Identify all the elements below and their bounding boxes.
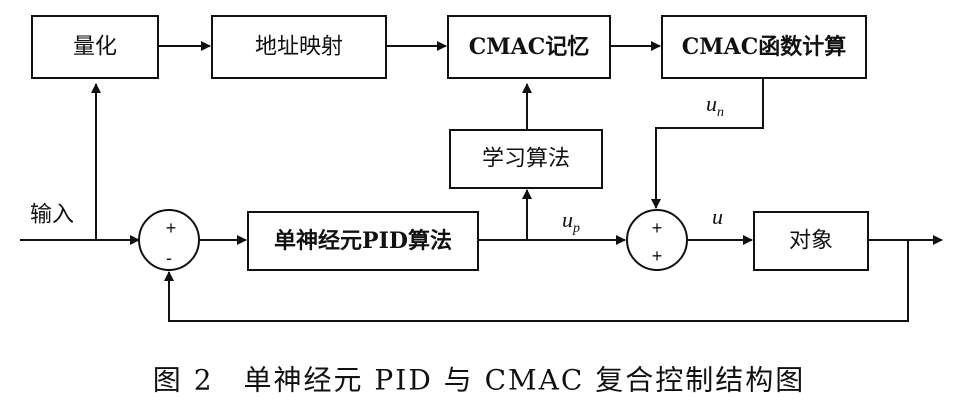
un-label: un xyxy=(706,91,724,120)
block-address-mapping: 地址映射 xyxy=(211,15,387,79)
sum-junction-2-top-sign: + xyxy=(652,218,663,238)
un-path xyxy=(651,78,764,209)
up-label-sub: p xyxy=(572,221,580,236)
block-learning: 学习算法 xyxy=(449,129,603,189)
feedback-path xyxy=(164,240,909,322)
input-label: 输入 xyxy=(30,203,74,228)
un-label-main: u xyxy=(706,91,717,116)
block-pid-label: 单神经元PID算法 xyxy=(274,228,452,254)
sum-junction-1-bottom-sign: - xyxy=(166,248,172,268)
block-cmac-function: CMAC函数计算 xyxy=(661,15,867,79)
block-learning-label: 学习算法 xyxy=(482,147,570,172)
un-label-sub: n xyxy=(717,105,724,120)
u-label: u xyxy=(712,204,723,229)
sum-junction-1-top-sign: + xyxy=(166,218,177,238)
block-plant: 对象 xyxy=(753,211,869,271)
figure-caption: 图 2 单神经元 PID 与 CMAC 复合控制结构图 xyxy=(153,364,805,397)
block-cmac-memory-label: CMAC记忆 xyxy=(469,34,589,60)
block-quantize-label: 量化 xyxy=(73,35,117,60)
block-pid: 单神经元PID算法 xyxy=(247,211,479,271)
sum-junction-2-bottom-sign: + xyxy=(652,246,663,266)
block-plant-label: 对象 xyxy=(789,229,833,254)
block-cmac-memory: CMAC记忆 xyxy=(447,15,611,79)
block-quantize: 量化 xyxy=(31,15,159,79)
connectors xyxy=(20,41,943,322)
up-label-main: u xyxy=(562,207,573,232)
block-address-mapping-label: 地址映射 xyxy=(255,35,343,60)
up-label: up xyxy=(562,207,580,236)
sum-junction-2: + + xyxy=(626,209,688,271)
sum-junction-1: + - xyxy=(138,209,200,271)
block-cmac-function-label: CMAC函数计算 xyxy=(682,34,846,60)
